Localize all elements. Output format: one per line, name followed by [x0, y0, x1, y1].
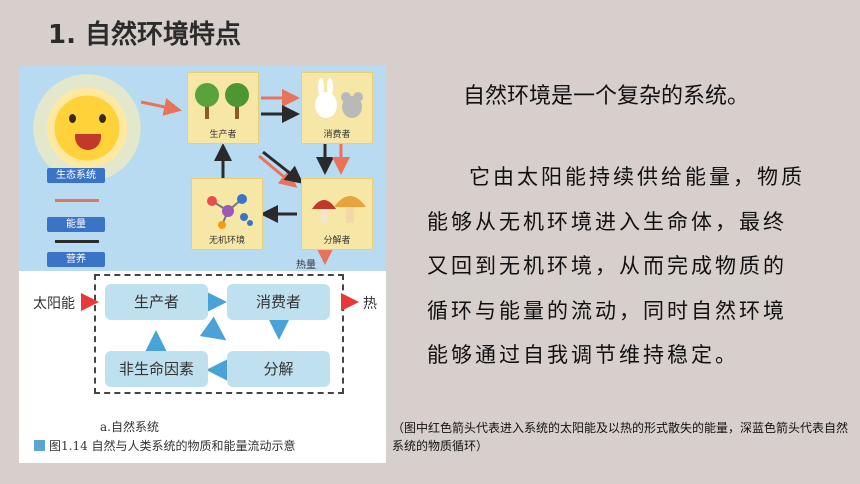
legend-red-arrow — [55, 199, 99, 202]
consumer-panel: 消费者 — [301, 72, 373, 144]
abiotic-panel: 无机环境 — [191, 178, 263, 250]
consumer-node: 消费者 — [227, 284, 330, 320]
caption-square-icon — [34, 440, 45, 451]
sun-energy-label: 太阳能 — [33, 296, 75, 312]
system-box — [94, 274, 344, 394]
legend-ecosystem-tag: 生态系统 — [47, 168, 105, 183]
decomposer-panel: 分解者 — [301, 178, 373, 250]
ecosystem-figure: 生产者 消费者 无机环境 分解者 生态 — [19, 66, 386, 463]
body-paragraph: 它由太阳能持续供给能量，物质能够从无机环境进入生命体，最终又回到无机环境，从而完… — [427, 165, 805, 367]
slide-title: 1. 自然环境特点 — [48, 20, 242, 50]
producer-node: 生产者 — [105, 284, 208, 320]
sun-icon — [33, 74, 141, 182]
figure-note: （图中红色箭头代表进入系统的太阳能及以热的形式散失的能量，深蓝色箭头代表自然系统… — [392, 421, 849, 453]
heat-label: 热 — [363, 296, 377, 312]
ecosystem-illustration: 生产者 消费者 无机环境 分解者 生态 — [19, 66, 386, 271]
producer-panel: 生产者 — [187, 72, 259, 144]
decompose-node: 分解 — [227, 351, 330, 387]
caption-a: a.自然系统 — [100, 420, 159, 434]
nonliving-node: 非生命因素 — [105, 351, 208, 387]
legend-nutrient-tag: 营养 — [47, 252, 105, 267]
legend-dark-arrow — [55, 240, 99, 243]
section-heading: 自然环境是一个复杂的系统。 — [463, 84, 750, 109]
legend-energy-tag: 能量 — [47, 217, 105, 232]
figure-caption: 图1.14 自然与人类系统的物质和能量流动示意 — [34, 437, 296, 454]
system-arrows — [81, 290, 359, 382]
heat-text: 热量 — [296, 260, 316, 271]
